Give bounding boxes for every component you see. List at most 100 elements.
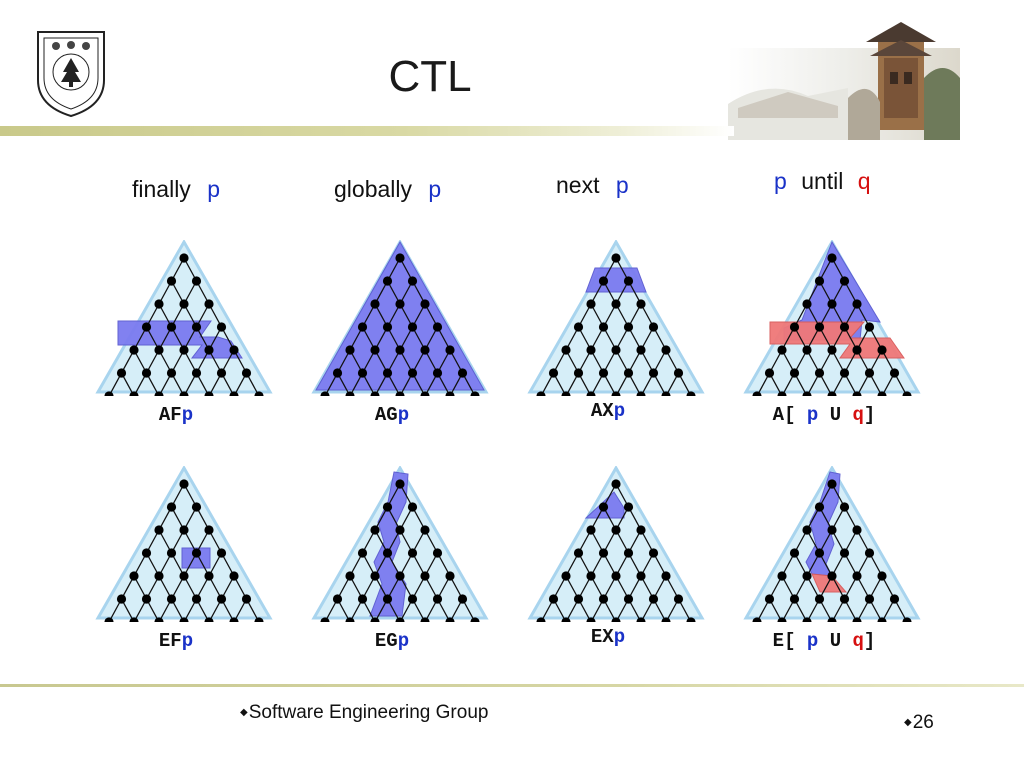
tree-node xyxy=(852,525,861,534)
tree-node xyxy=(408,502,417,511)
tree-node xyxy=(154,299,163,308)
heading-text: next xyxy=(556,172,599,198)
formula-ax: AXp xyxy=(518,400,698,422)
tree-node xyxy=(840,502,849,511)
tree-node xyxy=(458,594,467,603)
footer-divider xyxy=(0,684,1024,687)
formula-operator: AG xyxy=(375,404,398,426)
tree-node xyxy=(167,502,176,511)
tree-af xyxy=(94,240,274,396)
formula-var-p: p xyxy=(807,404,818,426)
tree-node xyxy=(433,368,442,377)
tree-node xyxy=(586,571,595,580)
heading-text: globally xyxy=(334,176,412,202)
tree-node xyxy=(154,571,163,580)
tree-node xyxy=(586,299,595,308)
tree-ag xyxy=(310,240,490,396)
formula-operator: AX xyxy=(591,400,614,422)
formula-var-p: p xyxy=(398,404,409,426)
tree-node xyxy=(192,548,201,557)
tree-node xyxy=(383,322,392,331)
tree-node xyxy=(674,594,683,603)
tree-node xyxy=(167,368,176,377)
tree-node xyxy=(815,276,824,285)
tree-node xyxy=(827,571,836,580)
tree-node xyxy=(192,276,201,285)
tree-node xyxy=(877,571,886,580)
tree-node xyxy=(661,571,670,580)
tree-node xyxy=(561,345,570,354)
heading-var-q: q xyxy=(858,168,871,194)
heading-finally-p: finally p xyxy=(132,176,220,203)
tree-node xyxy=(192,368,201,377)
tree-node xyxy=(167,276,176,285)
formula-ef: EFp xyxy=(86,630,266,652)
tree-node xyxy=(586,345,595,354)
heading-p-until-q: p until q xyxy=(774,168,871,195)
tree-node xyxy=(674,368,683,377)
tree-node xyxy=(586,525,595,534)
tree-node xyxy=(827,525,836,534)
tree-node xyxy=(840,548,849,557)
tree-node xyxy=(408,594,417,603)
formula-operator: EF xyxy=(159,630,182,652)
tree-node xyxy=(624,548,633,557)
tree-node xyxy=(827,345,836,354)
tree-node xyxy=(167,322,176,331)
tree-node xyxy=(549,594,558,603)
tree-ef xyxy=(94,466,274,622)
heading-var-p: p xyxy=(616,172,629,198)
tree-node xyxy=(890,368,899,377)
tree-node xyxy=(420,571,429,580)
tree-node xyxy=(574,548,583,557)
university-seal-logo xyxy=(34,28,108,118)
tree-node xyxy=(217,322,226,331)
tree-node xyxy=(852,345,861,354)
tree-node xyxy=(117,594,126,603)
tree-node xyxy=(877,345,886,354)
tree-node xyxy=(333,368,342,377)
heading-var-p: p xyxy=(428,176,441,202)
tree-node xyxy=(765,594,774,603)
tree-node xyxy=(815,322,824,331)
p-highlight-region xyxy=(316,242,484,390)
formula-var-p: p xyxy=(398,630,409,652)
tree-node xyxy=(649,368,658,377)
tree-node xyxy=(204,571,213,580)
tree-node xyxy=(790,368,799,377)
tree-au xyxy=(742,240,922,396)
formula-var-p: p xyxy=(614,400,625,422)
tree-node xyxy=(445,571,454,580)
tree-node xyxy=(599,322,608,331)
tree-node xyxy=(611,525,620,534)
tree-node xyxy=(611,571,620,580)
tree-node xyxy=(433,548,442,557)
tree-node xyxy=(370,571,379,580)
tree-node xyxy=(154,345,163,354)
formula-operator: EG xyxy=(375,630,398,652)
tree-node xyxy=(408,548,417,557)
tree-node xyxy=(204,345,213,354)
tree-node xyxy=(611,253,620,262)
tree-node xyxy=(383,368,392,377)
tree-node xyxy=(790,548,799,557)
tree-node xyxy=(370,299,379,308)
formula-af: AFp xyxy=(86,404,266,426)
tower-photo xyxy=(728,18,960,140)
tree-node xyxy=(192,322,201,331)
heading-text: until xyxy=(801,168,843,194)
heading-globally-p: globally p xyxy=(334,176,441,203)
heading-next-p: next p xyxy=(556,172,629,199)
tree-node xyxy=(204,299,213,308)
formula-au: A[ p U q] xyxy=(734,404,914,426)
tree-node xyxy=(611,299,620,308)
tree-node xyxy=(649,594,658,603)
formula-bracket: ] xyxy=(864,630,875,652)
tree-node xyxy=(179,479,188,488)
tree-node xyxy=(611,345,620,354)
tree-node xyxy=(840,322,849,331)
tree-node xyxy=(192,502,201,511)
tree-node xyxy=(802,525,811,534)
tree-node xyxy=(840,276,849,285)
tree-node xyxy=(636,345,645,354)
